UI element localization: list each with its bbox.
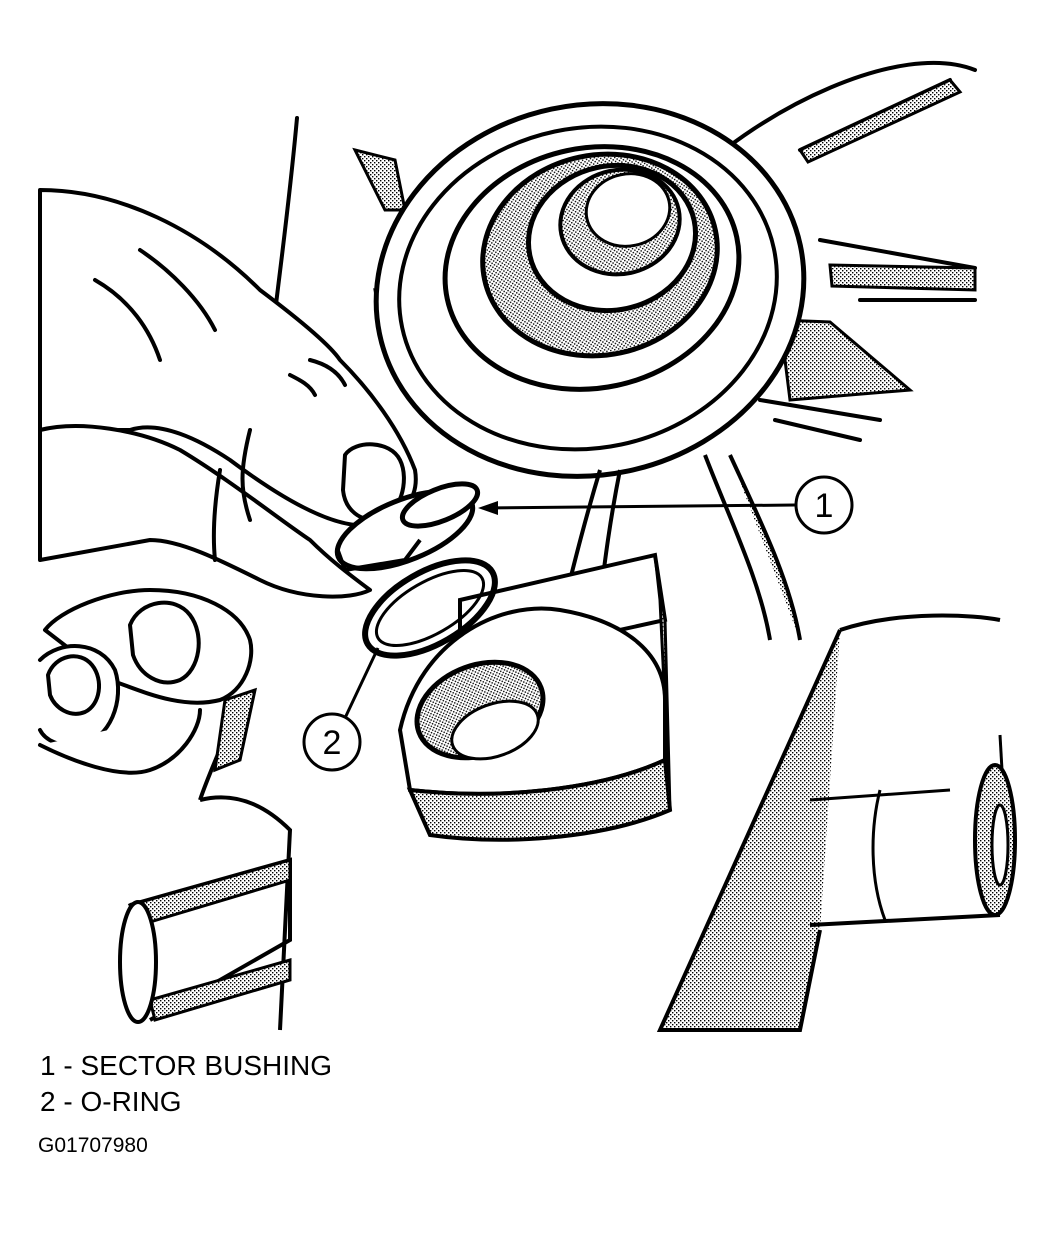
bearing-bore: [373, 101, 807, 479]
callout-1-number: 1: [815, 487, 834, 525]
sector-arm: [397, 454, 802, 842]
callout-1-circle: [794, 475, 854, 535]
callout-2: 2: [302, 647, 380, 772]
legend-number: 2: [40, 1086, 56, 1117]
callout-1: 1: [478, 475, 854, 535]
callout-2-number: 2: [323, 724, 342, 762]
o-ring: [362, 557, 498, 659]
sector-bushing: [334, 481, 481, 573]
legend-separator: -: [63, 1086, 73, 1117]
legend-item: 1 - SECTOR BUSHING: [40, 1048, 332, 1084]
hand-illustration: [38, 188, 418, 775]
legend-item: 2 - O-RING: [40, 1084, 332, 1120]
callout-2-circle: [302, 712, 362, 772]
diagram-illustration: 1 2: [38, 60, 1017, 1032]
legend-text: O-RING: [80, 1086, 182, 1117]
lower-tool: [118, 687, 293, 1031]
legend-separator: -: [63, 1050, 73, 1081]
figure-code: G01707980: [38, 1134, 148, 1157]
callout-2-leader: [343, 647, 380, 719]
legend-text: SECTOR BUSHING: [80, 1050, 332, 1081]
gear-housing-body: [656, 613, 1017, 1032]
callout-1-leader: [481, 503, 796, 510]
legend-number: 1: [40, 1050, 56, 1081]
callout-1-arrowhead: [478, 501, 498, 515]
legend: 1 - SECTOR BUSHING 2 - O-RING: [40, 1048, 332, 1120]
